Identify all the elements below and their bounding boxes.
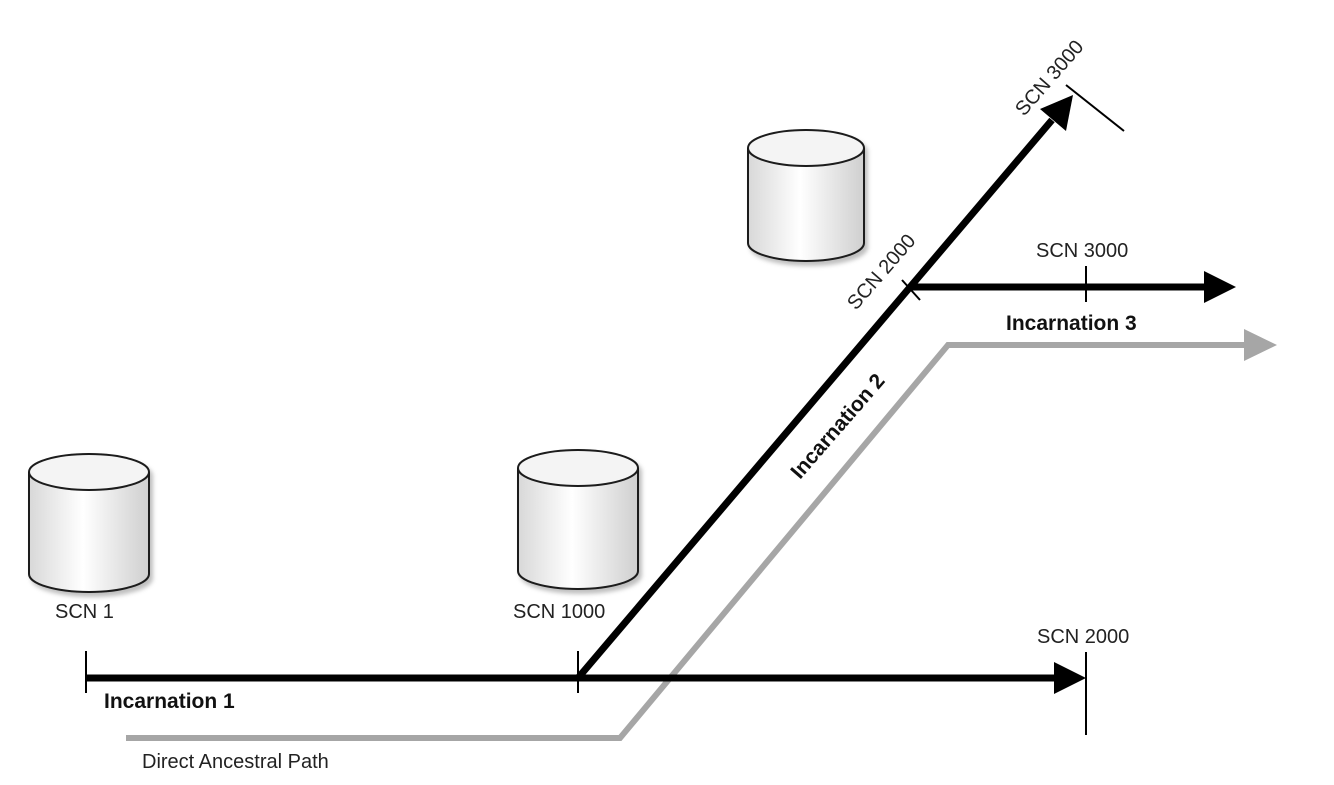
tick-scn-3000-inc2 [1065,84,1125,132]
label-scn-2000-inc1: SCN 2000 [1037,626,1129,648]
ancestral-path-arrowhead [1244,329,1277,361]
incarnation-1-arrowhead [1054,662,1086,694]
database-icon [747,129,865,262]
incarnation-3-timeline [911,266,1236,303]
incarnation-3-arrowhead [1204,271,1236,303]
label-incarnation-3: Incarnation 3 [1006,312,1137,335]
incarnation-2-line [575,117,1055,681]
label-direct-ancestral-path: Direct Ancestral Path [142,751,329,773]
incarnation-2-arrowhead [1040,95,1073,131]
database-icon [28,453,150,593]
incarnation-2-timeline [575,84,1125,681]
label-scn-1: SCN 1 [55,601,114,623]
label-scn-1000: SCN 1000 [513,601,605,623]
label-incarnation-2: Incarnation 2 [786,370,889,484]
direct-ancestral-path [126,329,1277,741]
label-scn-3000-inc3: SCN 3000 [1036,240,1128,262]
database-icon [517,449,639,590]
label-incarnation-1: Incarnation 1 [104,690,235,713]
ancestral-path-line [126,342,1245,741]
incarnation-1-timeline [85,651,1087,735]
